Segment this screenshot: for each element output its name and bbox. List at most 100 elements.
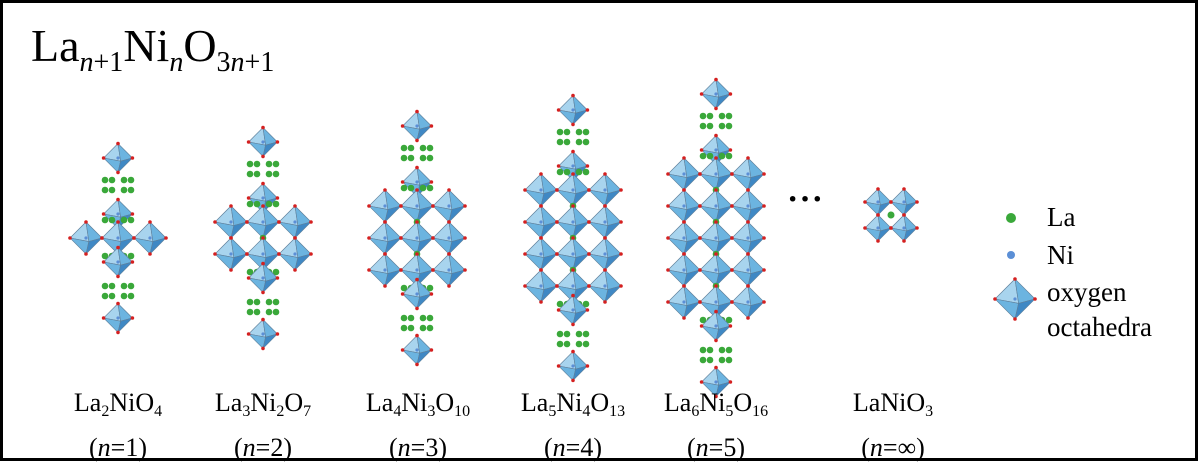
la-atom (419, 184, 427, 192)
la-atom (699, 122, 707, 130)
la-atom (556, 340, 564, 348)
la-atom (246, 160, 254, 168)
octahedron (730, 156, 766, 192)
la-atom (419, 314, 427, 322)
octahedron (587, 172, 623, 208)
octahedron (399, 188, 435, 224)
la-atom (575, 330, 583, 338)
octahedron (863, 187, 893, 217)
la-atom (563, 340, 571, 348)
octahedron (698, 188, 734, 224)
la-atom (108, 186, 116, 194)
la-atom (725, 122, 733, 130)
la-atom (272, 160, 280, 168)
la-atom (120, 216, 128, 224)
structure-n4 (523, 93, 623, 383)
la-atom (556, 168, 564, 176)
la-atom (265, 160, 273, 168)
la-atom (246, 308, 254, 316)
la-atom (575, 168, 583, 176)
cap-octahedron (699, 309, 733, 343)
la-atom (101, 292, 109, 300)
la-atom (706, 112, 714, 120)
octahedron (367, 188, 403, 224)
octahedron (213, 204, 249, 240)
la-atom (699, 112, 707, 120)
la-atom (575, 138, 583, 146)
octahedron (523, 204, 559, 240)
octahedron (587, 268, 623, 304)
octahedron (889, 187, 919, 217)
octahedron (431, 188, 467, 224)
n-label-n1: (n=1) (89, 433, 147, 462)
cap-octahedron (556, 293, 590, 327)
legend-ni-dot (1007, 251, 1015, 259)
legend-octahedron-icon (993, 277, 1037, 321)
la-atom (253, 200, 261, 208)
structure-ninf (863, 187, 919, 243)
octahedron (399, 220, 435, 256)
octahedron (698, 252, 734, 288)
formula-ninf: LaNiO3 (852, 388, 934, 420)
legend: La Ni oxygen octahedra (993, 198, 1193, 378)
octahedron (523, 172, 559, 208)
la-atom (718, 112, 726, 120)
la-atom (101, 216, 109, 224)
formula-n5: La6Ni5O16 (663, 388, 769, 420)
la-atom (400, 314, 408, 322)
la-atom (265, 170, 273, 178)
la-atom (582, 330, 590, 338)
la-atom (272, 308, 280, 316)
la-atom (120, 282, 128, 290)
la-atom (407, 184, 415, 192)
legend-octahedra-label: octahedra (1047, 312, 1152, 342)
la-atom (725, 152, 733, 160)
la-atom (101, 282, 109, 290)
la-atom (563, 330, 571, 338)
la-atom (253, 160, 261, 168)
cap-octahedron (246, 261, 280, 295)
la-atom (253, 308, 261, 316)
label-ninf: LaNiO3(n=∞) (808, 385, 978, 466)
octahedron (666, 284, 702, 320)
la-atom (706, 152, 714, 160)
la-atom (407, 154, 415, 162)
cap-octahedron (101, 141, 135, 175)
la-atom (265, 200, 273, 208)
la-atom (419, 324, 427, 332)
legend-ni-label: Ni (1047, 240, 1074, 270)
la-atom (725, 356, 733, 364)
la-atom (556, 300, 564, 308)
octahedron (555, 172, 591, 208)
cap-octahedron (246, 317, 280, 351)
octahedron (698, 284, 734, 320)
la-atom (400, 324, 408, 332)
la-atom (582, 168, 590, 176)
octahedron (431, 220, 467, 256)
la-atom (563, 138, 571, 146)
la-atom (108, 282, 116, 290)
cap-octahedron (556, 349, 590, 383)
la-atom (426, 154, 434, 162)
la-atom (718, 346, 726, 354)
cap-octahedron (699, 365, 733, 399)
octahedron (587, 236, 623, 272)
n-label-n3: (n=3) (389, 433, 447, 462)
octahedron (698, 220, 734, 256)
la-atom (101, 186, 109, 194)
la-atom (265, 298, 273, 306)
la-atom (575, 340, 583, 348)
cap-octahedron (699, 77, 733, 111)
la-atom (426, 324, 434, 332)
formula-n4: La5Ni4O13 (520, 388, 626, 420)
n-label-n5: (n=5) (687, 433, 745, 462)
label-n4: La5Ni4O13(n=4) (488, 385, 658, 466)
la-atom (272, 200, 280, 208)
la-atom (127, 282, 135, 290)
n-label-n2: (n=2) (234, 433, 292, 462)
la-atom (582, 138, 590, 146)
octahedron (277, 236, 313, 272)
label-n2: La3Ni2O7(n=2) (178, 385, 348, 466)
la-atom (718, 356, 726, 364)
la-atom (127, 292, 135, 300)
